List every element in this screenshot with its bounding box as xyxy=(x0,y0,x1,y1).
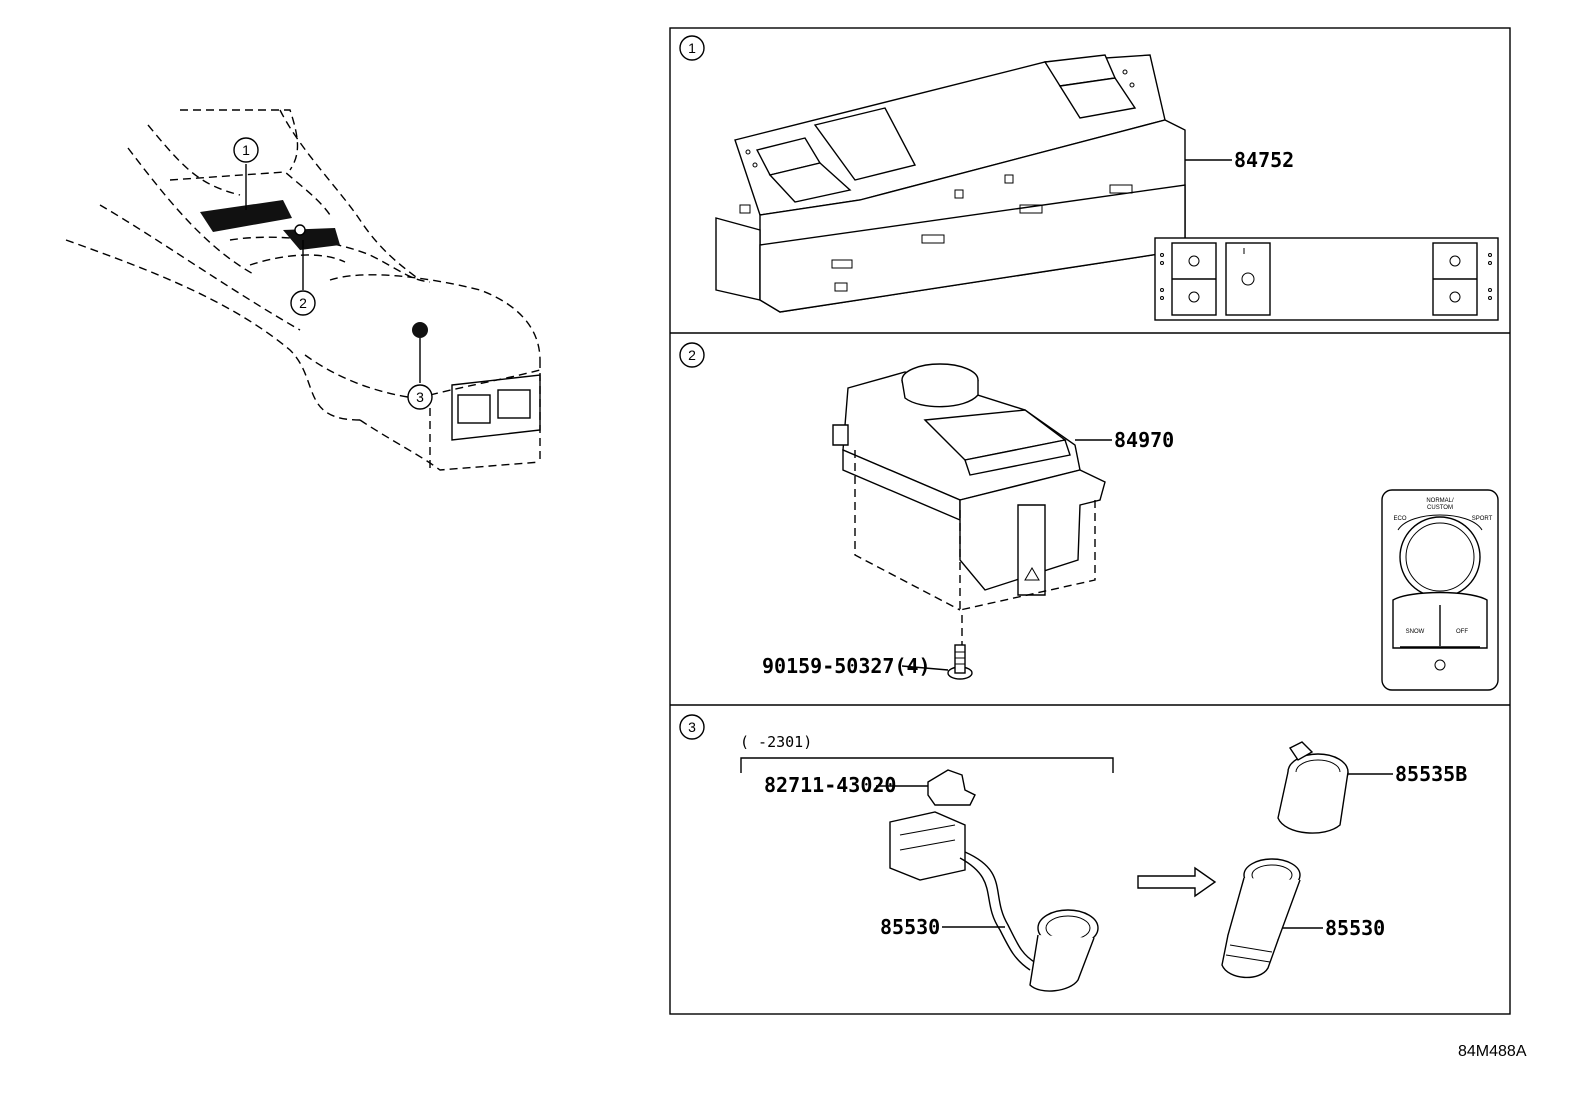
svg-text:CUSTOM: CUSTOM xyxy=(1427,505,1453,511)
socket-85530-new-drawing: 85530 xyxy=(1221,858,1385,979)
model-range-bracket xyxy=(740,757,1114,773)
power-outlet-location xyxy=(412,322,428,338)
console-overview: 1 2 3 xyxy=(65,109,541,471)
callout-1: 1 xyxy=(233,137,259,163)
drive-mode-front-view: NORMAL/ CUSTOM ECO SPORT SNOW OFF xyxy=(1381,489,1499,691)
part-label-82711-43020: 82711-43020 xyxy=(764,773,896,797)
seat-heater-front-view xyxy=(1154,237,1499,321)
svg-text:SPORT: SPORT xyxy=(1472,516,1493,522)
part-label-90159-50327: 90159-50327(4) xyxy=(762,654,931,678)
svg-text:OFF: OFF xyxy=(1456,629,1468,635)
drive-mode-switch-location xyxy=(283,228,340,250)
panel-1: 1 xyxy=(679,35,1499,321)
panel-3-number-label: 3 xyxy=(688,719,696,735)
part-label-85530-a: 85530 xyxy=(880,915,940,939)
callout-2-label: 2 xyxy=(299,295,307,311)
panel-1-number-label: 1 xyxy=(688,40,696,56)
callout-2: 2 xyxy=(290,290,316,316)
drive-mode-switch-drawing: 84970 90159-50327(4) xyxy=(762,363,1174,680)
svg-text:NORMAL/: NORMAL/ xyxy=(1426,498,1454,504)
panel-3: 3 ( -2301) 82711-43020 85530 xyxy=(679,714,1467,992)
replacement-arrow xyxy=(1137,866,1217,898)
part-label-85535b: 85535B xyxy=(1395,762,1467,786)
screw-drawing xyxy=(947,644,973,680)
socket-harness-drawing: 85530 xyxy=(880,811,1099,992)
callout-1-label: 1 xyxy=(242,142,250,158)
part-label-84970: 84970 xyxy=(1114,428,1174,452)
panel-3-number: 3 xyxy=(679,714,705,740)
seat-heater-switch-location xyxy=(200,200,292,232)
callout-3-label: 3 xyxy=(416,389,424,405)
part-label-84752: 84752 xyxy=(1234,148,1294,172)
callout-3: 3 xyxy=(407,384,433,410)
outlet-85535b-drawing: 85535B xyxy=(1277,741,1467,834)
svg-text:SNOW: SNOW xyxy=(1406,629,1425,635)
panels-frame xyxy=(669,27,1511,1015)
panel-2-number: 2 xyxy=(679,342,705,368)
model-range-note: ( -2301) xyxy=(740,733,812,751)
clip-drawing: 82711-43020 xyxy=(764,769,976,806)
panel-2: 2 xyxy=(679,342,1499,691)
seat-heater-switch-drawing: 84752 xyxy=(715,54,1294,313)
panel-1-number: 1 xyxy=(679,35,705,61)
diagram-code: 84M488A xyxy=(1458,1043,1527,1060)
svg-text:ECO: ECO xyxy=(1393,516,1406,522)
part-label-85530-b: 85530 xyxy=(1325,916,1385,940)
panel-2-number-label: 2 xyxy=(688,347,696,363)
